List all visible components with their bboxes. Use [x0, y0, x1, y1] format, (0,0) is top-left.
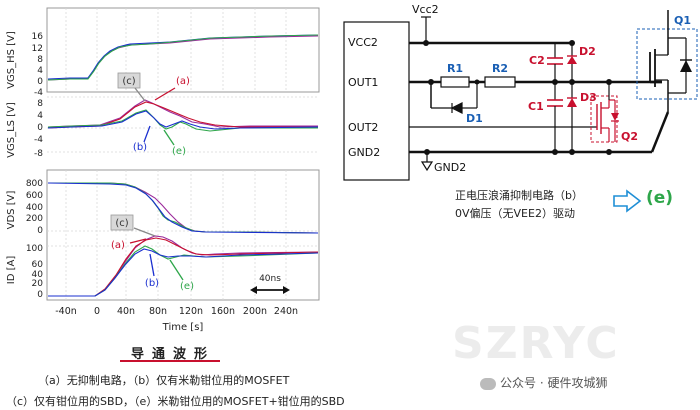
- ytick-ls-3: -4: [34, 135, 43, 145]
- ylabel-id: ID [A]: [6, 256, 17, 285]
- tag-c-box-upper: [117, 72, 141, 89]
- circuit-desc-1: 正电压浪涌抑制电路（b）: [455, 189, 583, 202]
- caption-underline: [120, 360, 220, 362]
- waveform-traces: [47, 34, 319, 297]
- ytick-ls-1: 4: [37, 111, 43, 121]
- tags-lower: (c) (a) (b) (e): [110, 214, 194, 292]
- time-scale-bar: 40ns: [250, 274, 290, 294]
- trace-id-red: [48, 237, 319, 297]
- trace-id-blue: [48, 248, 319, 297]
- x-ticks: -40n 0 40n 80n 120n 160n 200n 240n: [55, 306, 298, 317]
- q1-label: Q1: [674, 14, 691, 27]
- r1-label: R1: [447, 62, 463, 75]
- pin-vcc2: VCC2: [348, 36, 378, 49]
- xtick-5: 160n: [211, 306, 235, 317]
- ytick-id-4: 0: [37, 290, 43, 300]
- q1-box: [636, 28, 698, 100]
- ytick-id-2: 40: [32, 270, 44, 280]
- pin-gnd2: GND2: [348, 146, 380, 159]
- ylabel-vds: VDS [V]: [6, 191, 17, 230]
- ytick-ls-2: 0: [37, 123, 43, 133]
- caption-line2: （c）仅有钳位用的SBD，（e）米勒钳位用的MOSFET+钳位用的SBD: [6, 395, 345, 408]
- plot-frame-vds-id: [46, 169, 320, 301]
- trace-vds-blue: [47, 182, 319, 234]
- xtick-2: 40n: [117, 306, 135, 317]
- scale-label: 40ns: [259, 274, 281, 284]
- ytick-hs-4: 0: [37, 77, 43, 87]
- arrow-right-icon: [613, 189, 642, 213]
- wechat-text: 公众号 · 硬件攻城狮: [500, 376, 608, 390]
- xtick-1: 0: [94, 306, 100, 317]
- q2-label: Q2: [621, 130, 638, 143]
- trace-vgs-ls-blue: [47, 110, 319, 130]
- tag-c-upper: (c): [122, 76, 135, 87]
- d2-label: D2: [579, 45, 596, 58]
- ytick-hs-5: -4: [34, 88, 43, 98]
- ytick-hs-2: 8: [37, 55, 43, 65]
- ytick-vds-2: 400: [26, 203, 43, 213]
- ytick-vds-0: 800: [26, 179, 43, 189]
- xtick-0: -40n: [55, 306, 77, 317]
- d3-label: D3: [580, 91, 597, 104]
- result-tag: (e): [646, 188, 674, 208]
- waveform-plot: 16 12 8 4 0 -4 8 4 0 -4 -8 800 600 400 2…: [6, 7, 320, 333]
- caption-title: 导通波形: [131, 347, 216, 362]
- y-ticks: 16 12 8 4 0 -4 8 4 0 -4 -8 800 600 400 2…: [26, 32, 43, 300]
- tag-a-lower: (a): [111, 240, 125, 251]
- ytick-hs-0: 16: [32, 32, 44, 42]
- watermark: SZRYC: [452, 318, 620, 369]
- ytick-vds-1: 600: [26, 191, 43, 201]
- r1-resistor: [440, 76, 470, 88]
- gate-driver-circuit: VCC2 OUT1 OUT2 GND2 Vcc2 R1 R2 D1 C2 D2 …: [343, 3, 698, 181]
- plot-frame-vgs: [46, 7, 320, 93]
- tag-a-upper: (a): [176, 76, 190, 87]
- c2-label: C2: [529, 54, 545, 67]
- y-axis-titles: VGS_HS [V] VGS_LS [V] VDS [V] ID [A]: [6, 31, 17, 284]
- r2-resistor: [484, 76, 516, 88]
- tag-e-upper: (e): [172, 146, 186, 157]
- caption-line1: （a）无抑制电路，（b）仅有米勒钳位用的MOSFET: [38, 374, 290, 387]
- ytick-vds-4: 0: [37, 226, 43, 236]
- ytick-id-3: 20: [32, 279, 44, 289]
- ytick-vds-3: 200: [26, 214, 43, 224]
- ytick-hs-3: 4: [37, 66, 43, 76]
- tag-b-upper: (b): [133, 142, 147, 153]
- ytick-hs-1: 12: [32, 44, 43, 54]
- x-axis-title: Time [s]: [162, 322, 204, 333]
- xtick-7: 240n: [274, 306, 298, 317]
- tag-c-lower: (c): [115, 218, 128, 229]
- ytick-ls-0: 8: [37, 99, 43, 109]
- pin-out1: OUT1: [348, 76, 378, 89]
- vcc2-label: Vcc2: [412, 3, 439, 16]
- driver-ic-box: [343, 21, 410, 181]
- tags-upper: (c) (a) (b) (e): [117, 72, 190, 157]
- trace-vgs-hs-green: [47, 34, 319, 81]
- tag-b-lower: (b): [145, 278, 159, 289]
- tag-e-lower: (e): [180, 281, 194, 292]
- pin-out2: OUT2: [348, 121, 378, 134]
- gnd2-label: GND2: [434, 161, 466, 174]
- wechat-icon: [480, 377, 496, 390]
- trace-vgs-ls-purple: [47, 99, 318, 128]
- trace-vgs-ls-red: [47, 101, 318, 129]
- c1-label: C1: [528, 100, 544, 113]
- xtick-4: 120n: [179, 306, 203, 317]
- q2-box: [590, 95, 618, 143]
- trace-vgs-ls-green: [47, 109, 318, 132]
- xtick-3: 80n: [149, 306, 167, 317]
- wechat-watermark: 公众号 · 硬件攻城狮: [480, 374, 607, 391]
- xtick-6: 200n: [243, 306, 267, 317]
- circuit-desc-2: 0V偏压（无VEE2）驱动: [455, 207, 575, 220]
- ytick-ls-4: -8: [34, 149, 43, 159]
- ytick-id-0: 100: [26, 244, 43, 254]
- ylabel-vgs-ls: VGS_LS [V]: [6, 102, 17, 158]
- ytick-id-1: 60: [32, 260, 44, 270]
- ic-pins: VCC2 OUT1 OUT2 GND2: [348, 36, 380, 159]
- tag-c-box-lower: [110, 214, 134, 231]
- d1-label: D1: [466, 112, 483, 125]
- r2-label: R2: [492, 62, 508, 75]
- ylabel-vgs-hs: VGS_HS [V]: [6, 31, 17, 89]
